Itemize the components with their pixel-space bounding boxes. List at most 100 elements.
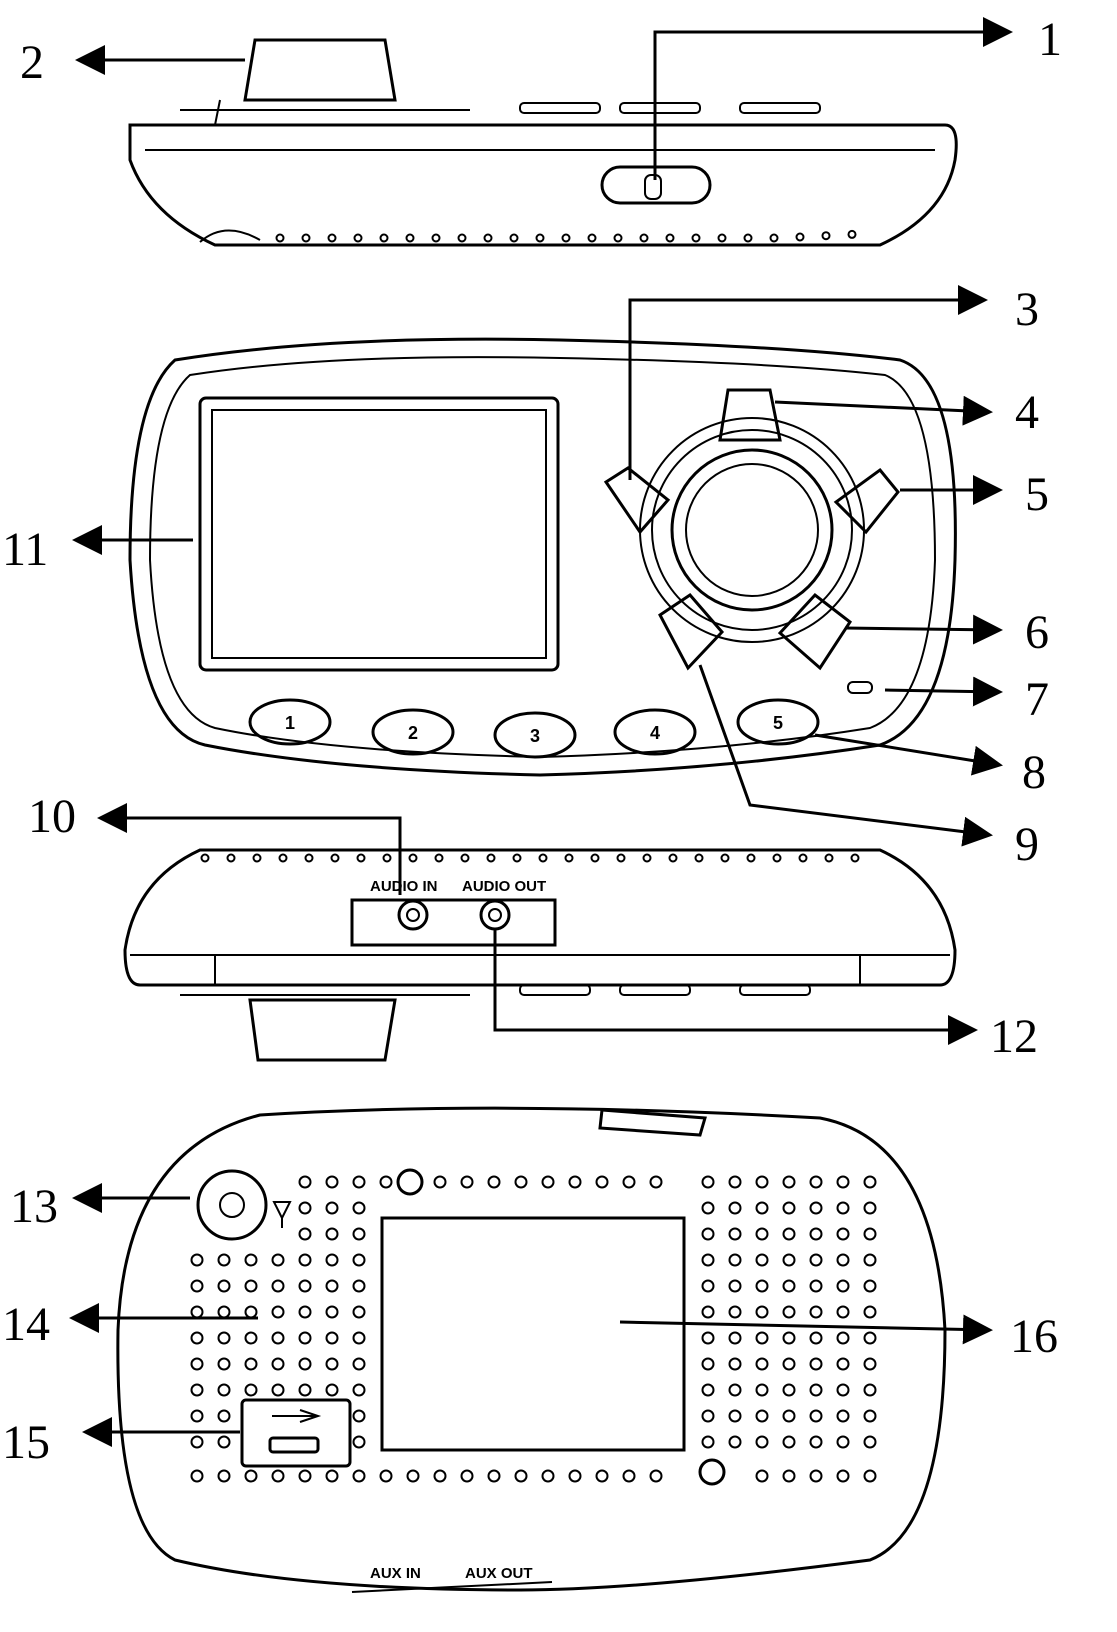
speaker-hole — [568, 1175, 582, 1189]
speaker-hole — [836, 1383, 850, 1397]
usb-port-panel — [240, 1398, 352, 1468]
speaker-hole — [863, 1253, 877, 1267]
speaker-hole — [325, 1383, 339, 1397]
jack-panel — [350, 898, 557, 947]
speaker-hole — [728, 1383, 742, 1397]
speaker-hole — [809, 1175, 823, 1189]
audio-out-jack — [479, 899, 511, 931]
bottom-button-a — [519, 984, 591, 996]
speaker-hole — [298, 1279, 312, 1293]
speaker-hole — [298, 1331, 312, 1345]
dial-key-bottom-right — [777, 592, 853, 671]
back-screw-top — [396, 1168, 424, 1196]
speaker-hole — [809, 1279, 823, 1293]
speaker-hole — [190, 1383, 204, 1397]
vent-dot — [356, 853, 366, 863]
speaker-hole — [622, 1469, 636, 1483]
speaker-hole — [863, 1331, 877, 1345]
speaker-hole — [782, 1253, 796, 1267]
speaker-hole — [190, 1409, 204, 1423]
vent-dot — [483, 233, 493, 243]
speaker-hole — [271, 1305, 285, 1319]
leader-8 — [814, 733, 1003, 776]
dial-key-right — [833, 467, 900, 535]
speaker-hole — [460, 1469, 474, 1483]
leader-6 — [844, 614, 1003, 645]
vent-dot — [613, 233, 623, 243]
speaker-hole — [568, 1469, 582, 1483]
dial-key-bottom-left — [658, 593, 725, 671]
top-button-b — [619, 102, 701, 114]
bottom-edge-view: AUDIO IN AUDIO OUT — [123, 848, 957, 1062]
audio-in-jack — [397, 899, 429, 931]
speaker-hole — [782, 1331, 796, 1345]
speaker-hole — [271, 1357, 285, 1371]
speaker-hole — [728, 1175, 742, 1189]
speaker-hole — [541, 1469, 555, 1483]
callout-2: 2 — [20, 36, 44, 89]
speaker-hole — [325, 1305, 339, 1319]
top-edge-controls — [180, 99, 470, 126]
leader-16 — [619, 1314, 993, 1345]
status-led — [847, 681, 873, 694]
speaker-hole — [755, 1227, 769, 1241]
vent-dot — [639, 233, 649, 243]
vent-dot — [665, 233, 675, 243]
vent-dot — [798, 853, 808, 863]
vent-dot — [691, 233, 701, 243]
speaker-hole — [352, 1201, 366, 1215]
speaker-hole — [809, 1305, 823, 1319]
speaker-hole — [217, 1409, 231, 1423]
speaker-hole — [701, 1175, 715, 1189]
speaker-hole — [325, 1175, 339, 1189]
speaker-hole — [298, 1383, 312, 1397]
speaker-hole — [190, 1469, 204, 1483]
speaker-hole — [755, 1253, 769, 1267]
speaker-hole — [728, 1305, 742, 1319]
speaker-hole — [863, 1305, 877, 1319]
speaker-hole — [352, 1227, 366, 1241]
callout-12: 12 — [990, 1010, 1038, 1063]
vent-dot — [379, 233, 389, 243]
speaker-hole — [352, 1357, 366, 1371]
speaker-hole — [352, 1469, 366, 1483]
vent-dot — [330, 853, 340, 863]
speaker-hole — [782, 1305, 796, 1319]
vent-dot — [353, 233, 363, 243]
speaker-hole — [190, 1331, 204, 1345]
speaker-hole — [836, 1227, 850, 1241]
speaker-hole — [782, 1175, 796, 1189]
speaker-hole — [836, 1253, 850, 1267]
speaker-hole — [379, 1175, 393, 1189]
audio-out-label: AUDIO OUT — [462, 878, 546, 895]
vent-dot — [743, 233, 753, 243]
leader-4 — [774, 395, 993, 426]
speaker-hole — [298, 1469, 312, 1483]
speaker-hole — [217, 1357, 231, 1371]
speaker-hole — [352, 1253, 366, 1267]
speaker-hole — [728, 1201, 742, 1215]
aux-out-label: AUX OUT — [465, 1565, 533, 1582]
leader-3 — [628, 285, 988, 480]
speaker-hole — [487, 1469, 501, 1483]
speaker-hole — [809, 1253, 823, 1267]
speaker-hole — [863, 1279, 877, 1293]
dial-ring-mid — [651, 429, 853, 631]
micro-usb-port — [268, 1436, 320, 1454]
back-view: AUX IN AUX OUT — [116, 1106, 947, 1593]
speaker-hole — [836, 1357, 850, 1371]
callout-3: 3 — [1015, 283, 1039, 336]
callout-numbers: 1 2 3 4 5 6 7 8 9 10 11 12 13 14 15 16 — [2, 13, 1062, 1469]
speaker-hole — [649, 1175, 663, 1189]
speaker-hole — [863, 1383, 877, 1397]
vent-dot — [561, 233, 571, 243]
speaker-hole — [809, 1201, 823, 1215]
speaker-hole — [836, 1435, 850, 1449]
leader-7 — [884, 676, 1003, 707]
speaker-hole — [325, 1357, 339, 1371]
speaker-hole — [728, 1253, 742, 1267]
speaker-hole — [433, 1469, 447, 1483]
speaker-hole — [728, 1331, 742, 1345]
speaker-hole — [701, 1279, 715, 1293]
speaker-hole — [863, 1409, 877, 1423]
